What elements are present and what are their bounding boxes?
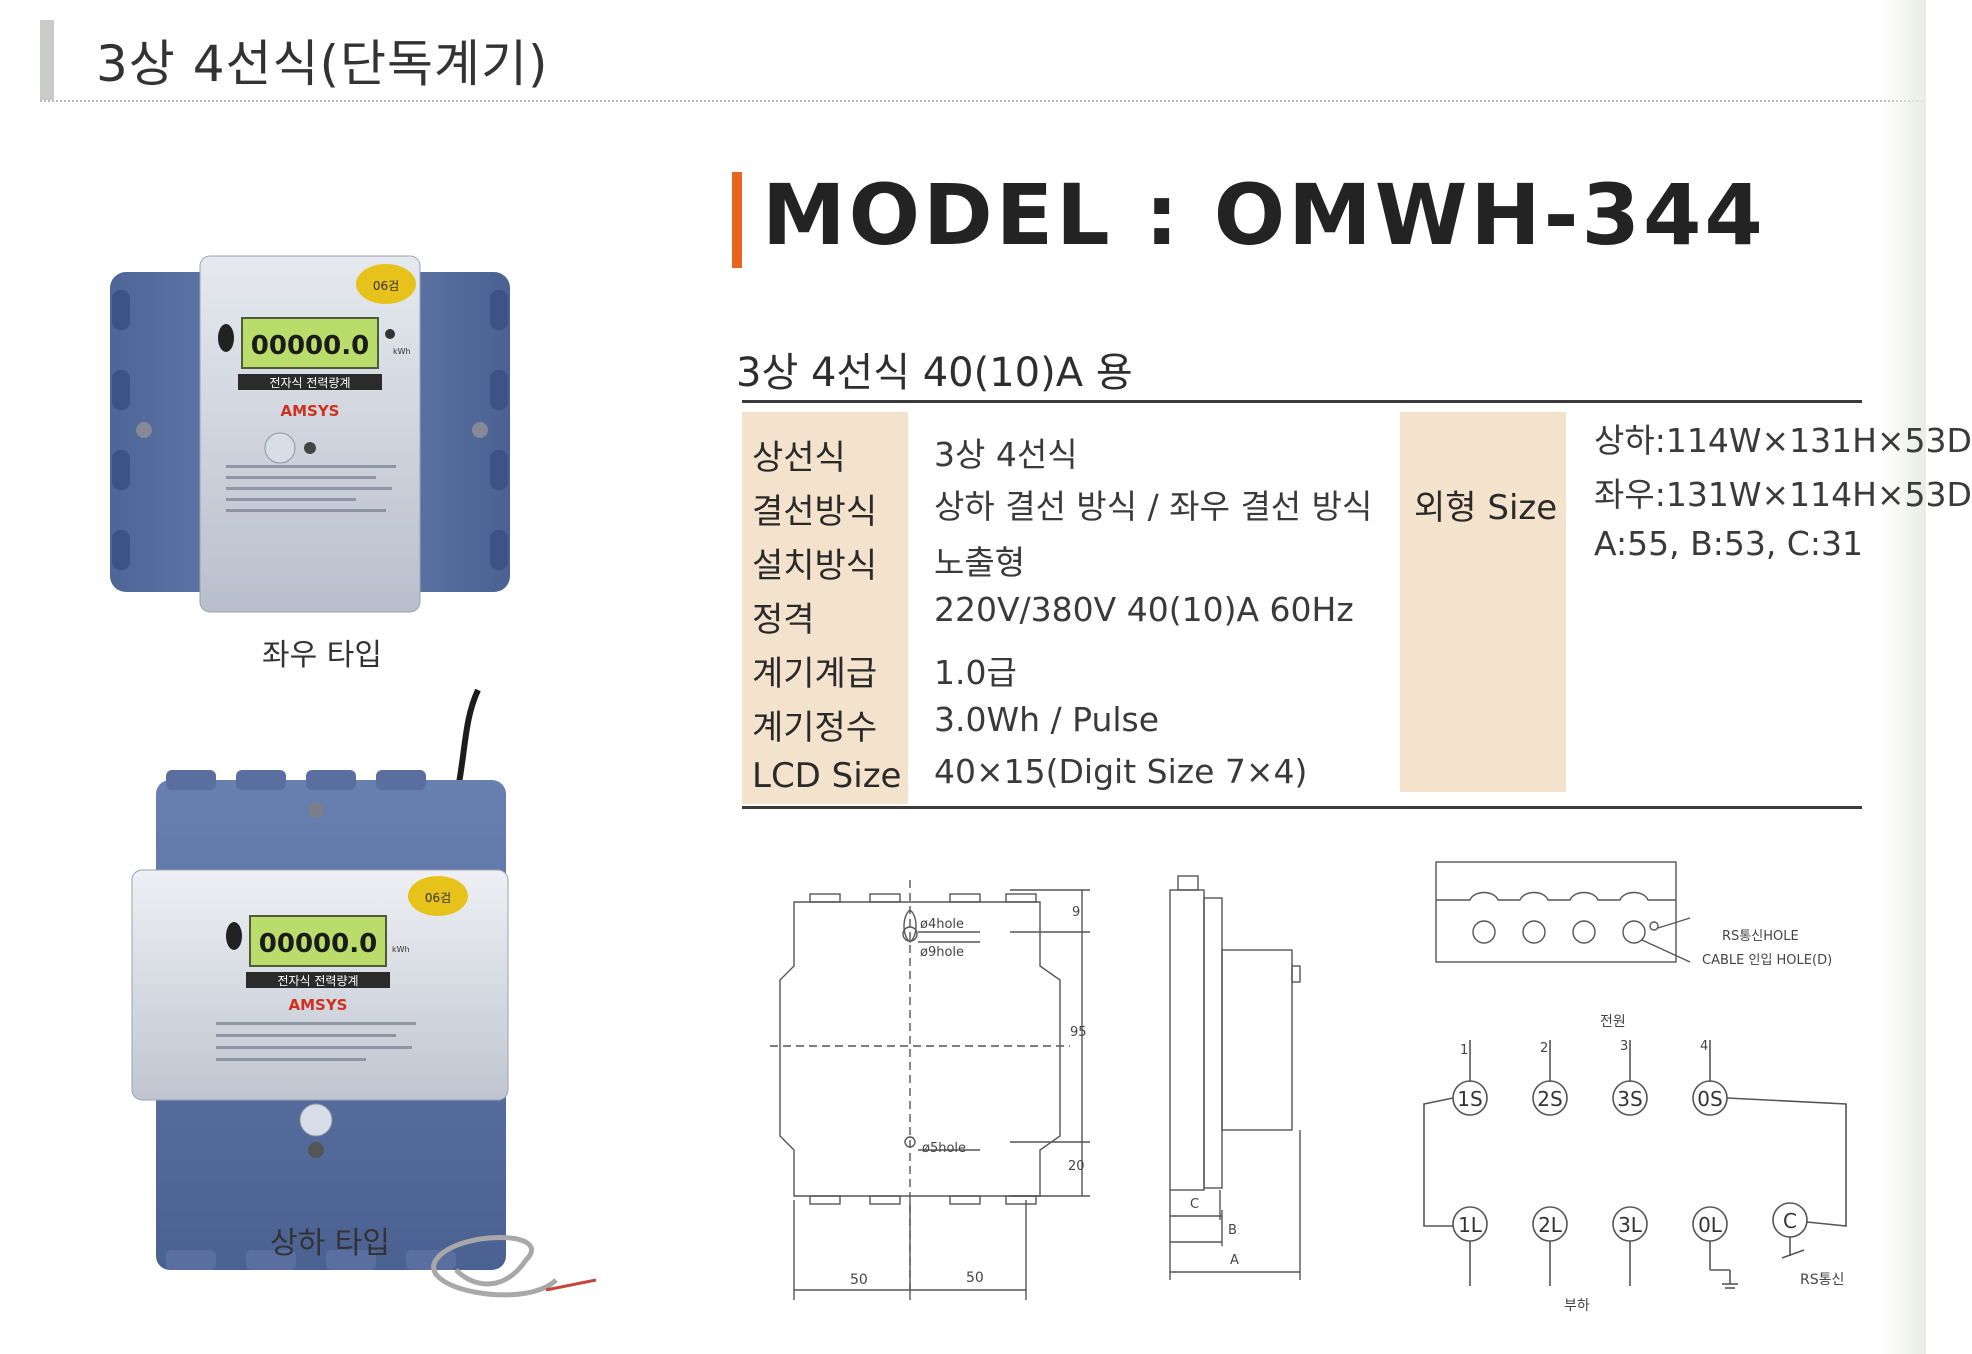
spec-value-install: 노출형: [934, 543, 1026, 582]
dimension-diagram-front: ø4hole ø9hole ø5hole 9 95 20 50 50: [770, 880, 1090, 1300]
lcd-reading: 00000.0: [259, 929, 377, 959]
size-value-abc: A:55, B:53, C:31: [1594, 524, 1863, 563]
spec-label-rating: 정격: [752, 600, 815, 640]
terminal-1l: 1L: [1458, 1213, 1483, 1237]
kwh-unit: kWh: [392, 945, 410, 954]
approval-sticker: 06검: [373, 279, 399, 293]
spec-value-constant: 3.0Wh / Pulse: [934, 700, 1160, 739]
dim-right-width: 50: [966, 1270, 984, 1286]
brand-logo: AMSYS: [280, 402, 339, 420]
source-number-4: 4: [1700, 1039, 1708, 1054]
dim-bottom: 20: [1068, 1159, 1085, 1174]
header-accent-bar: [40, 20, 54, 100]
approval-sticker: 06검: [425, 891, 451, 905]
model-accent-bar: [732, 172, 742, 268]
terminal-0s: 0S: [1697, 1087, 1722, 1111]
terminal-3l: 3L: [1618, 1213, 1643, 1237]
terminal-1s: 1S: [1457, 1087, 1482, 1111]
source-number-2: 2: [1540, 1041, 1548, 1056]
brand-logo: AMSYS: [288, 996, 347, 1014]
page-title: 3상 4선식(단독계기): [96, 35, 549, 93]
terminal-3s: 3S: [1617, 1087, 1642, 1111]
size-label: 외형 Size: [1414, 488, 1558, 528]
power-source-label: 전원: [1600, 1014, 1626, 1030]
meter-photo-left-right: 06검 00000.0 kWh 전자식 전력량계 AMSYS: [110, 255, 510, 613]
cable-entry-hole-label: CABLE 인입 HOLE(D): [1702, 953, 1832, 968]
load-label: 부하: [1564, 1298, 1590, 1314]
spec-value-wiring: 상하 결선 방식 / 좌우 결선 방식: [934, 487, 1373, 526]
model-title: MODEL : OMWH-344: [762, 166, 1766, 264]
terminal-2l: 2L: [1538, 1213, 1563, 1237]
dim-mid: 95: [1070, 1025, 1087, 1040]
dim-a: A: [1230, 1253, 1239, 1268]
spec-table-bottom-rule: [742, 806, 1862, 809]
source-number-3: 3: [1620, 1039, 1628, 1054]
dim-top: 9: [1072, 905, 1080, 920]
meter-name-plate: 전자식 전력량계: [277, 974, 358, 988]
spec-value-phase: 3상 4선식: [934, 435, 1078, 474]
model-subtitle: 3상 4선식 40(10)A 용: [736, 350, 1133, 396]
dim-b: B: [1228, 1223, 1237, 1238]
source-number-1: 1: [1460, 1043, 1468, 1058]
terminal-0l: 0L: [1698, 1213, 1723, 1237]
rs-comm-hole-label: RS통신HOLE: [1722, 929, 1799, 944]
spec-label-phase: 상선식: [752, 438, 846, 478]
wiring-diagram: RS통신HOLE CABLE 인입 HOLE(D) 전원 1 2 3 4 1S …: [1423, 861, 1847, 1314]
dimension-diagram-side: C B A: [1169, 875, 1301, 1280]
spec-label-constant: 계기정수: [752, 708, 878, 748]
hole-5-label: ø5hole: [922, 1141, 966, 1156]
kwh-unit: kWh: [393, 347, 411, 356]
dim-c: C: [1190, 1197, 1199, 1212]
caption-left-right-type: 좌우 타입: [262, 638, 382, 673]
page-edge-shade: [1880, 0, 1926, 1354]
spec-value-class: 1.0급: [934, 653, 1017, 692]
spec-label-class: 계기계급: [752, 654, 878, 694]
lcd-reading: 00000.0: [251, 331, 369, 361]
spec-value-rating: 220V/380V 40(10)A 60Hz: [934, 590, 1354, 629]
terminal-2s: 2S: [1537, 1087, 1562, 1111]
hole-4-label: ø4hole: [920, 917, 964, 932]
meter-photo-top-bottom: 06검 00000.0 kWh 전자식 전력량계 AMSYS: [131, 688, 597, 1298]
spec-label-column: [742, 412, 908, 804]
terminal-c: C: [1783, 1209, 1797, 1233]
size-value-top-bottom: 상하:114W×131H×53D: [1594, 421, 1972, 460]
spec-table-top-rule: [742, 400, 1862, 403]
spec-label-lcd: LCD Size: [752, 756, 902, 796]
spec-label-install: 설치방식: [752, 546, 878, 586]
meter-name-plate: 전자식 전력량계: [269, 376, 350, 390]
rs-comm-label: RS통신: [1800, 1272, 1844, 1288]
header-divider: [40, 100, 1926, 102]
hole-9-label: ø9hole: [920, 945, 964, 960]
size-label-column: [1400, 412, 1566, 792]
size-value-left-right: 좌우:131W×114H×53D: [1594, 475, 1972, 514]
spec-value-lcd: 40×15(Digit Size 7×4): [934, 752, 1308, 791]
caption-top-bottom-type: 상하 타입: [270, 1226, 390, 1261]
spec-label-wiring: 결선방식: [752, 492, 878, 532]
dim-left-width: 50: [850, 1272, 868, 1288]
page-header: 3상 4선식(단독계기): [0, 0, 1926, 110]
